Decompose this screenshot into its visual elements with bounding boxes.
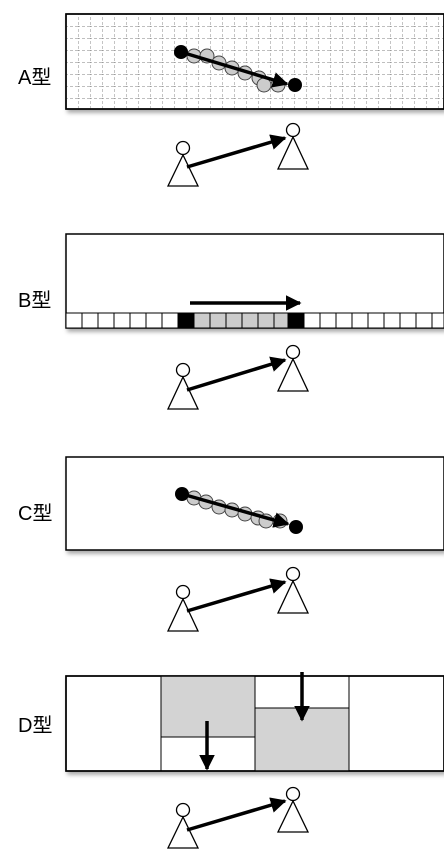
panel-c-people: [166, 566, 310, 632]
panel-a-grid: [66, 14, 444, 109]
person-icon: [276, 566, 310, 614]
panel-a: A型: [18, 13, 444, 110]
panel-b: B型: [18, 233, 444, 329]
panel-b-people: [166, 344, 310, 410]
panel-b-cell-strip: [65, 312, 444, 329]
person-icon: [166, 584, 200, 632]
person-icon: [276, 786, 310, 833]
person-icon: [276, 344, 310, 392]
panel-d-people: [166, 786, 310, 849]
pass-arrow: [186, 134, 287, 169]
panel-a-people: [166, 122, 310, 187]
panel-c-movement-arrow: [181, 492, 290, 528]
panel-c-label: C型: [18, 502, 52, 525]
panel-b-label: B型: [18, 289, 51, 312]
panel-c-end-dot: [289, 520, 303, 534]
panel-a-label: A型: [18, 66, 51, 89]
person-icon: [276, 122, 310, 170]
panel-c: C型: [18, 456, 444, 551]
panel-a-end-dot: [288, 78, 302, 92]
pass-arrow: [186, 797, 287, 832]
pass-arrow: [186, 356, 287, 392]
pass-arrow: [186, 578, 287, 613]
person-icon: [166, 802, 200, 849]
person-icon: [166, 362, 200, 410]
person-icon: [166, 140, 200, 187]
panel-d: D型: [18, 672, 444, 772]
panel-a-movement-arrow: [180, 50, 289, 88]
panel-d-label: D型: [18, 714, 52, 737]
